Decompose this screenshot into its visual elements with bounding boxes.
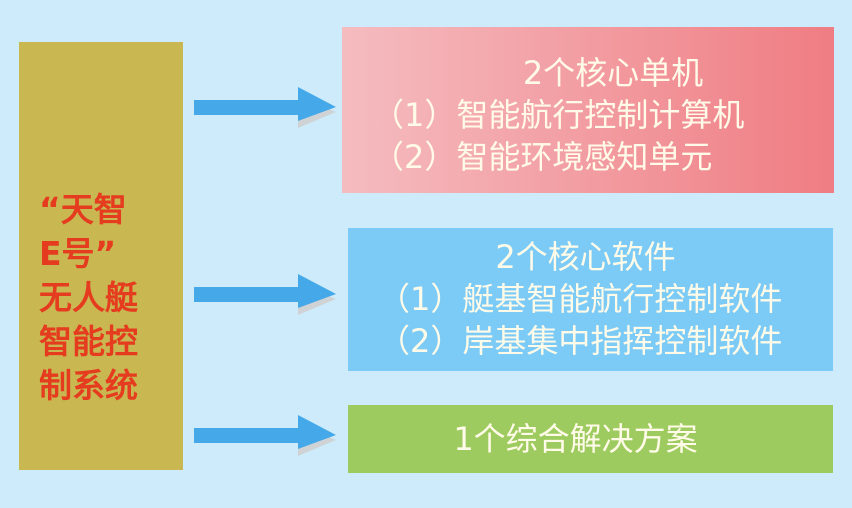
system-name: “天智 E号” 无人艇 智能控 制系统 [39, 188, 179, 408]
system-box: “天智 E号” 无人艇 智能控 制系统 [19, 42, 183, 470]
hardware-item: （1）智能航行控制计算机 [372, 96, 745, 134]
arrow-right-icon [194, 274, 336, 315]
system-name-line: 无人艇 [39, 278, 138, 317]
system-name-line: 制系统 [39, 366, 138, 405]
hardware-box: 2个核心单机 （1）智能航行控制计算机 （2）智能环境感知单元 [342, 27, 834, 193]
system-name-line: “天智 [39, 190, 127, 229]
solution-title: 1个综合解决方案 [453, 420, 698, 458]
software-box: 2个核心软件 （1）艇基智能航行控制软件 （2）岸基集中指挥控制软件 [348, 228, 833, 371]
solution-box: 1个综合解决方案 [348, 405, 833, 473]
arrow-right-icon [194, 87, 336, 128]
hardware-title: 2个核心单机 [522, 54, 704, 92]
hardware-item: （2）智能环境感知单元 [372, 138, 713, 176]
arrow-right-icon [194, 415, 336, 456]
system-name-line: 智能控 [39, 322, 138, 361]
software-item: （2）岸基集中指挥控制软件 [378, 322, 783, 360]
system-name-line: E号” [39, 234, 117, 273]
software-title: 2个核心软件 [495, 238, 676, 276]
software-item: （1）艇基智能航行控制软件 [378, 280, 783, 318]
